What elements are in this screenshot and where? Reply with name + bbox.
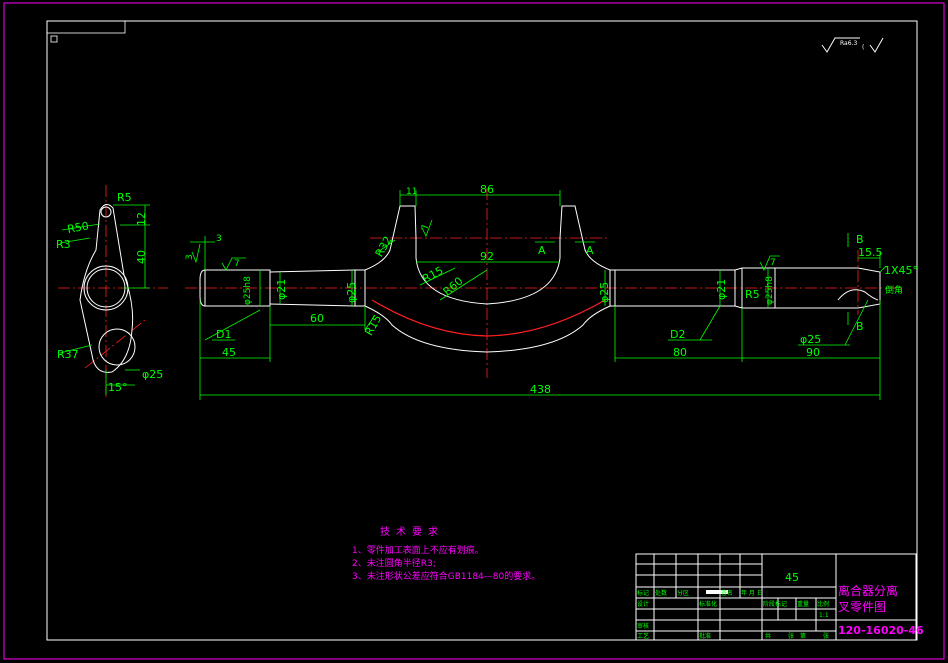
tb-label-stage: 阶段标记	[763, 600, 787, 608]
tb-material: 45	[785, 571, 799, 584]
sheet-border	[3, 2, 945, 660]
dim-phi21-right: φ21	[715, 279, 728, 300]
tb-scale-value: 1:1	[819, 612, 829, 619]
tb-label-count: 处数	[655, 589, 667, 597]
tb-label-page: 第	[800, 632, 806, 640]
dim-total-438: 438	[530, 383, 551, 396]
roughness-symbol-icon: Ra6.3 (	[821, 37, 884, 53]
roughness-value: Ra6.3	[840, 40, 857, 47]
section-b-label-2: B	[856, 320, 864, 333]
corner-marker	[50, 35, 58, 43]
rough-7-right: 7	[770, 258, 776, 268]
tb-label-process: 工艺	[637, 632, 649, 640]
tb-label-total: 共	[765, 632, 771, 640]
tb-part-name-1: 离合器分离	[838, 583, 898, 598]
tb-label-zone: 分区	[677, 589, 689, 597]
tb-label-sheet2: 张	[823, 632, 829, 640]
dim-80: 80	[673, 346, 687, 359]
section-a-label-2: A	[586, 244, 594, 257]
dim-11: 11	[406, 187, 417, 197]
dim-15deg: 15°	[108, 381, 128, 394]
drawing-frame	[46, 20, 918, 641]
dim-phi25-side: φ25	[142, 368, 163, 381]
tech-req-item-1: 1、零件加工表面上不应有划痕。	[352, 544, 484, 556]
dim-45: 45	[222, 346, 236, 359]
dim-r37: R37	[57, 348, 79, 361]
roughness-paren: (	[862, 44, 864, 51]
title-block: 标记 处数 分区 签名 年 月 日 设计 标准化 阶段标记 重量 比例 1:1 …	[635, 553, 924, 641]
dim-15-5: 15.5	[858, 246, 883, 259]
tb-label-weight: 重量	[797, 600, 809, 608]
side-view: R5 12 40 R50 R3 R37 φ25 15°	[56, 185, 168, 400]
section-a-label: A	[538, 244, 546, 257]
tb-label-mark: 标记	[637, 589, 649, 597]
dim-phi25-mid-right: φ25	[598, 282, 611, 303]
tech-req-item-2: 2、未注圆角半径R3;	[352, 557, 436, 569]
bold-bar	[706, 590, 728, 594]
dim-d1: D1	[216, 328, 231, 341]
tech-req-item-3: 3、未注形状公差应符合GB1184—80的要求。	[352, 570, 540, 582]
dim-92: 92	[480, 250, 494, 263]
main-view: 438 45 60 D1 φ25h8 φ21 φ25 7 3 3 11	[185, 183, 918, 400]
dim-chamfer: 1X45°	[884, 264, 918, 277]
tb-label-design: 设计	[637, 600, 649, 608]
dim-86: 86	[480, 183, 494, 196]
rough-7-mid: 7	[421, 224, 431, 230]
dim-phi25h8-right: φ25h8	[765, 276, 775, 305]
tb-label-signature: 签名	[721, 589, 733, 597]
dim-r5-side: R5	[117, 191, 132, 204]
tech-req-title: 技术要求	[380, 525, 444, 538]
dim-r50: R50	[66, 219, 90, 236]
tb-label-review: 审核	[637, 622, 649, 630]
dim-12: 12	[135, 212, 148, 226]
dim-90: 90	[806, 346, 820, 359]
tb-label-standardize: 标准化	[699, 600, 717, 608]
tb-label-date: 年 月 日	[741, 589, 763, 597]
dim-r5-right: R5	[745, 288, 760, 301]
dim-3: 3	[216, 234, 222, 244]
dim-v3: 3	[185, 254, 195, 260]
tb-part-name-2: 叉零件图	[838, 600, 886, 614]
tb-drawing-number: 120-16020-46	[838, 624, 924, 637]
dim-60: 60	[310, 312, 324, 325]
side-note: 倒角	[885, 284, 903, 296]
tb-label-sheet: 张	[788, 632, 794, 640]
tb-label-scale: 比例	[817, 600, 829, 608]
tb-label-approve: 批准	[699, 632, 711, 640]
section-b-label: B	[856, 233, 864, 246]
dim-d2: D2	[670, 328, 685, 341]
dim-phi21-left: φ21	[275, 279, 288, 300]
rough-7-left: 7	[234, 259, 240, 269]
dim-40: 40	[135, 250, 148, 264]
dim-phi25h8-left: φ25h8	[243, 276, 253, 305]
dim-r3: R3	[56, 238, 71, 251]
technical-requirements: 技术要求 1、零件加工表面上不应有划痕。 2、未注圆角半径R3; 3、未注形状公…	[352, 525, 540, 582]
dim-phi25-right: φ25	[800, 333, 821, 346]
dim-r15-top: R15	[420, 264, 445, 286]
dim-r15-bottom: R15	[362, 313, 384, 338]
corner-label-box	[46, 20, 126, 34]
dim-phi25-mid-left: φ25	[345, 282, 358, 303]
